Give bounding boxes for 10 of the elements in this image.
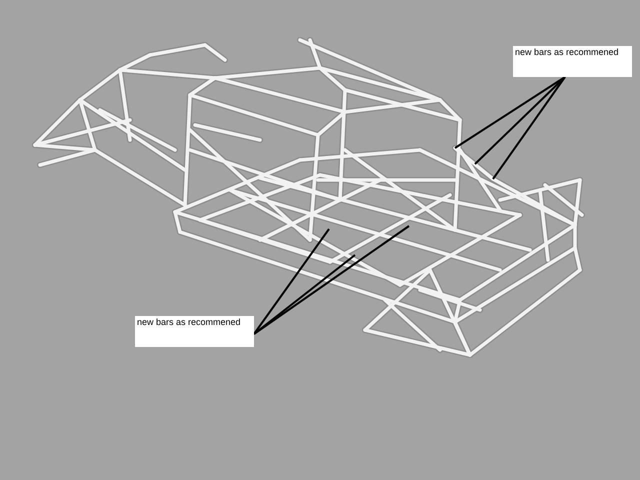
callout-text: new bars as recommened [137,317,241,327]
leader-line [454,76,566,149]
callout-text: new bars as recommened [515,47,619,57]
leader-line [253,228,330,335]
leader-line [492,76,566,180]
leader-line [253,254,356,335]
callout-box [513,46,632,77]
callout-box [135,316,254,347]
leader-line [253,225,410,335]
leader-line [474,76,566,165]
